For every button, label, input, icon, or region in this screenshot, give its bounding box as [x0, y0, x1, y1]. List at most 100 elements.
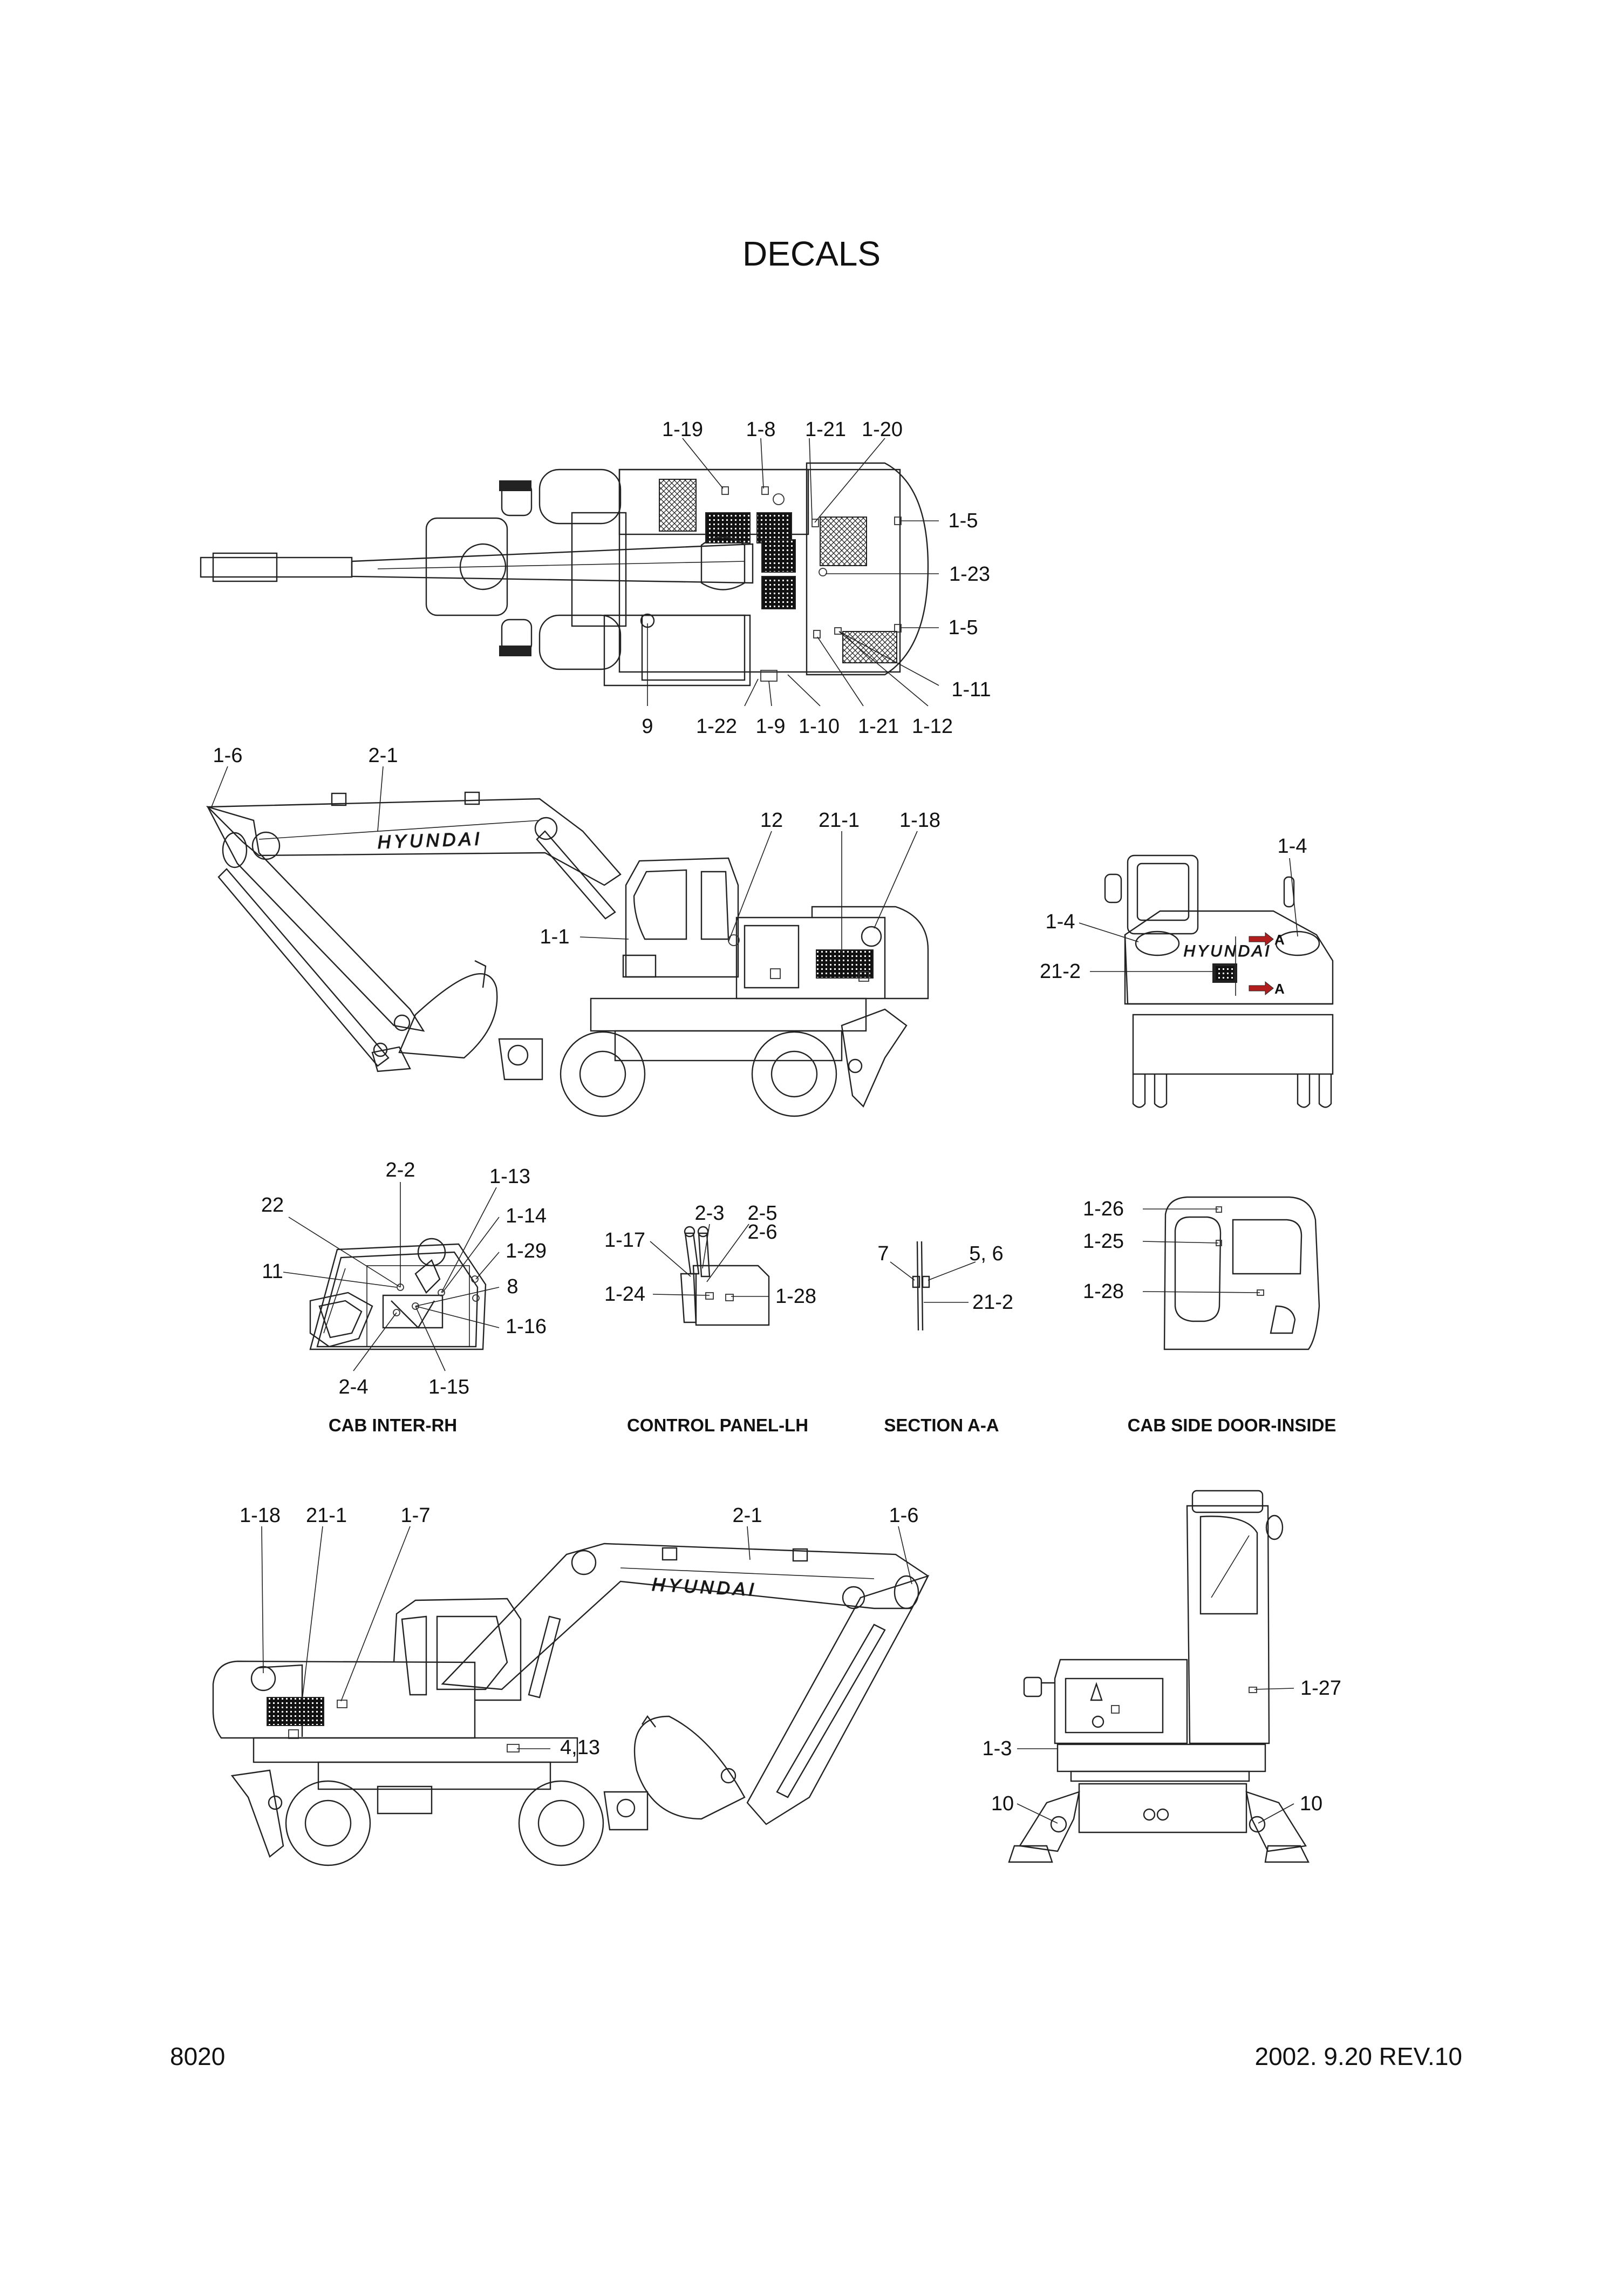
callout-label: 1-4	[1278, 835, 1307, 858]
callout-label: 1-16	[506, 1315, 547, 1338]
rear-view-leaders	[1079, 858, 1298, 972]
section-aa-view: 7 5, 6 21-2 SECTION A-A	[877, 1241, 1013, 1435]
callout-label: 1-1	[540, 926, 570, 948]
top-view: 1-19 1-8 1-21 1-20 1-5 1-23 1-5 1-11 9 1…	[200, 418, 991, 738]
callout-label: 11	[262, 1260, 283, 1283]
left-side-view-drawing	[206, 791, 929, 1117]
view-caption: SECTION A-A	[884, 1415, 999, 1435]
view-caption: CAB INTER-RH	[329, 1415, 457, 1435]
left-side-view-labels: 1-6 2-1 12 21-1 1-18 1-1	[213, 744, 940, 948]
callout-label: 1-21	[805, 418, 846, 441]
callout-label: 1-7	[401, 1504, 431, 1527]
right-side-view-brand: HYUNDAI	[651, 1574, 758, 1600]
cab-inter-rh-leaders	[283, 1182, 500, 1371]
callout-label: 1-12	[912, 715, 953, 738]
cab-side-door-view: 1-26 1-25 1-28 CAB SIDE DOOR-INSIDE	[1083, 1196, 1336, 1435]
callout-label: 1-24	[604, 1283, 645, 1306]
callout-label: 1-21	[858, 715, 899, 738]
rear-view-labels: 1-4 1-4 21-2 A A	[1040, 835, 1307, 997]
cab-inter-rh-view: 2-2 1-13 22 1-14 1-29 11 8 1-16 2-4 1-15…	[261, 1159, 547, 1435]
callout-label: 1-15	[428, 1376, 469, 1398]
callout-label: 1-11	[951, 678, 991, 701]
callout-label: 1-20	[862, 418, 903, 441]
callout-label: 1-25	[1083, 1230, 1124, 1253]
callout-label: 1-5	[949, 510, 978, 532]
cab-side-door-drawing	[1163, 1196, 1320, 1350]
control-panel-lh-leaders	[650, 1224, 769, 1297]
section-marker: A	[1274, 932, 1285, 948]
cab-inter-rh-drawing	[309, 1238, 487, 1350]
callout-label: 1-13	[489, 1165, 530, 1188]
top-view-leaders	[647, 438, 939, 707]
left-side-view-leaders	[211, 766, 918, 955]
front-view-drawing	[1008, 1490, 1310, 1863]
callout-label: 1-18	[240, 1504, 281, 1527]
sheet-title: DECALS	[742, 234, 881, 273]
callout-label: 1-27	[1300, 1677, 1341, 1700]
control-panel-lh-view: 2-3 2-5 2-6 1-17 1-24 1-28 CONTROL PANEL…	[604, 1202, 816, 1435]
cab-side-door-leaders	[1142, 1208, 1260, 1293]
callout-label: 1-26	[1083, 1198, 1124, 1220]
front-view-leaders	[1017, 1688, 1294, 1824]
callout-label: 1-23	[949, 563, 990, 586]
callout-label: 1-29	[506, 1240, 547, 1262]
callout-label: 5, 6	[969, 1242, 1003, 1265]
callout-label: 10	[1300, 1792, 1322, 1815]
right-side-view-labels: 1-18 21-1 1-7 2-1 1-6 4,13	[240, 1504, 918, 1759]
callout-label: 21-2	[1040, 960, 1081, 983]
callout-label: 2-1	[733, 1504, 762, 1527]
right-side-view-drawing	[212, 1543, 930, 1866]
callout-label: 1-19	[662, 418, 703, 441]
hyundai-boom-decal: HYUNDAI	[377, 828, 483, 853]
callout-label: 9	[642, 715, 653, 738]
hyundai-boom-decal: HYUNDAI	[651, 1574, 758, 1600]
callout-label: 7	[877, 1242, 889, 1265]
callout-label: 21-1	[819, 809, 860, 832]
callout-label: 2-5	[748, 1202, 778, 1225]
callout-label: 2-4	[339, 1376, 369, 1398]
callout-label: 1-6	[213, 744, 243, 767]
page-number: 8020	[170, 2042, 225, 2070]
left-side-view: HYUNDAI 1-6 2-1 12 21-1 1-18 1-1	[206, 744, 940, 1117]
callout-label: 4,13	[560, 1736, 600, 1759]
control-panel-lh-drawing	[680, 1226, 770, 1326]
callout-label: 21-1	[306, 1504, 347, 1527]
callout-label: 1-18	[899, 809, 940, 832]
front-view-labels: 1-27 1-3 10 10	[983, 1677, 1341, 1815]
callout-label: 2-6	[748, 1221, 778, 1244]
section-aa-leaders	[890, 1261, 976, 1303]
cab-inter-rh-labels: 2-2 1-13 22 1-14 1-29 11 8 1-16 2-4 1-15	[261, 1159, 547, 1398]
rear-view: HYUNDAI 1-4 1-4 21-2 A A	[1040, 835, 1334, 1108]
section-marker: A	[1274, 981, 1285, 997]
callout-label: 10	[991, 1792, 1014, 1815]
callout-label: 2-1	[369, 744, 398, 767]
callout-label: 1-3	[983, 1737, 1012, 1760]
callout-label: 8	[507, 1275, 518, 1298]
callout-label: 12	[760, 809, 783, 832]
left-side-view-brand: HYUNDAI	[377, 828, 483, 853]
right-side-view-leaders	[261, 1526, 912, 1749]
callout-label: 1-17	[604, 1229, 645, 1252]
rear-view-drawing: HYUNDAI	[1104, 854, 1334, 1108]
callout-label: 1-22	[696, 715, 737, 738]
control-panel-lh-labels: 2-3 2-5 2-6 1-17 1-24 1-28	[604, 1202, 816, 1308]
callout-label: 1-8	[746, 418, 776, 441]
callout-label: 2-3	[695, 1202, 725, 1225]
callout-label: 1-4	[1046, 911, 1075, 933]
callout-label: 22	[261, 1194, 284, 1217]
callout-label: 1-10	[799, 715, 840, 738]
callout-label: 1-5	[949, 616, 978, 639]
cab-side-door-labels: 1-26 1-25 1-28	[1083, 1198, 1124, 1303]
front-view: 1-27 1-3 10 10	[983, 1490, 1341, 1863]
right-side-view: HYUNDAI 1-18 21-1 1-7 2-1 1-6 4,13	[212, 1504, 930, 1866]
section-aa-labels: 7 5, 6 21-2	[877, 1242, 1013, 1314]
revision-date: 2002. 9.20 REV.10	[1254, 2042, 1462, 2070]
callout-label: 1-14	[506, 1205, 547, 1227]
section-aa-drawing	[912, 1241, 930, 1331]
callout-label: 1-28	[1083, 1280, 1124, 1303]
callout-label: 21-2	[972, 1291, 1013, 1314]
hyundai-counterweight-decal: HYUNDAI	[1183, 942, 1271, 960]
callout-label: 1-28	[775, 1285, 816, 1308]
top-view-drawing	[200, 462, 929, 687]
